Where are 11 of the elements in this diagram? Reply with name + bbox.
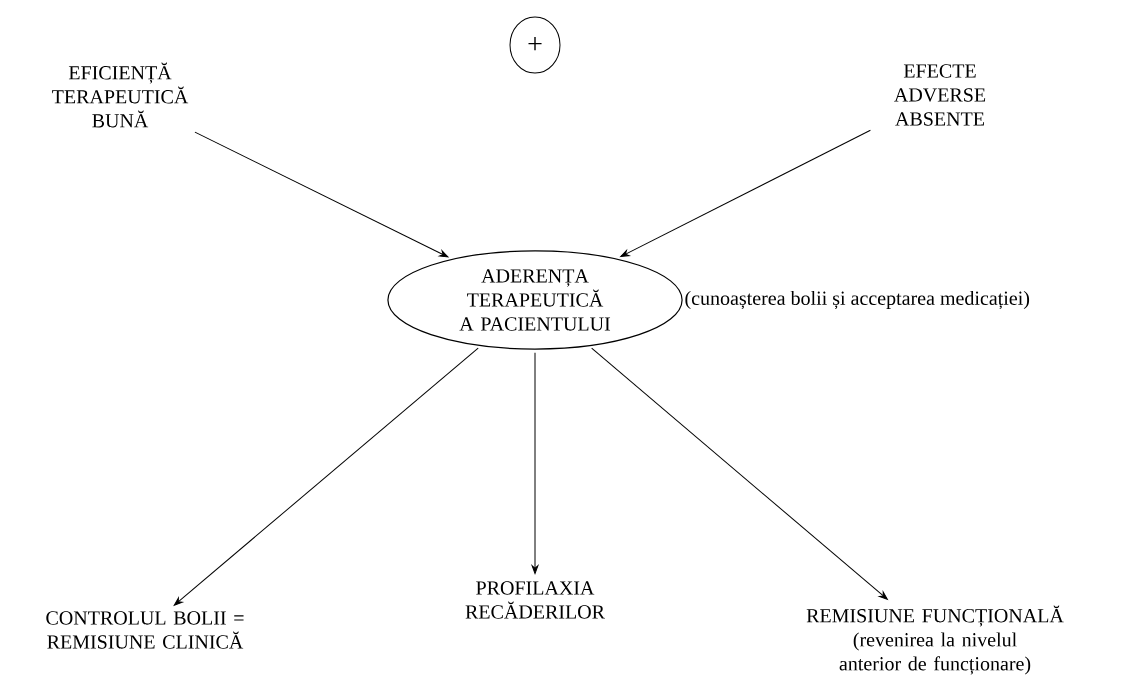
- arrow: [531, 352, 539, 575]
- text-label: CONTROLUL BOLII = REMISIUNE CLINICĂ: [46, 611, 244, 649]
- arrow: [173, 347, 479, 606]
- text-label: PROFILAXIA RECĂDERILOR: [465, 581, 605, 619]
- text-label: EFICIENȚĂ TERAPEUTICĂ BUNĂ: [52, 62, 189, 128]
- arrow: [194, 131, 449, 258]
- text-label: EFECTE ADVERSE ABSENTE: [894, 64, 986, 126]
- text-label: REMISIUNE FUNCȚIONALĂ (revenirea la nivelul anterior de funcționare): [806, 605, 1064, 675]
- arrow: [620, 129, 871, 258]
- beside-text: (cunoașterea bolii și acceptarea medicației): [685, 290, 1030, 310]
- arrow: [591, 347, 888, 600]
